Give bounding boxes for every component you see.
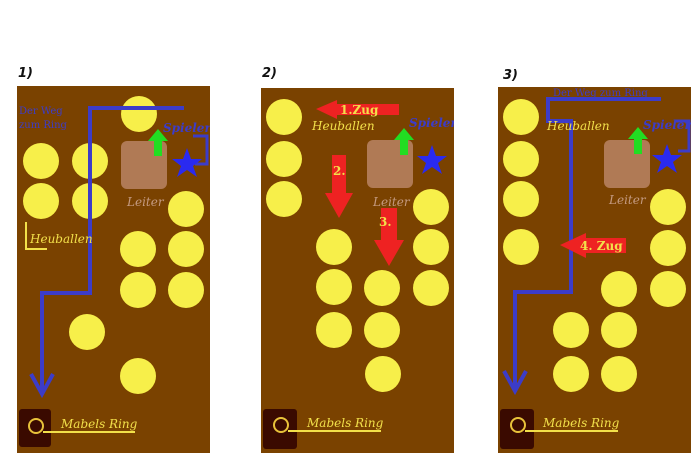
hay-bale: [120, 358, 156, 394]
panel-1-number: 1): [18, 66, 33, 81]
ring-box: [19, 409, 51, 447]
ladder-label: Leiter: [126, 195, 165, 209]
hay-bale: [413, 189, 449, 225]
player-label: Spieler: [643, 118, 691, 132]
hay-bale: [365, 356, 401, 392]
hay-bale: [316, 312, 352, 348]
ladder-label: Leiter: [372, 195, 411, 209]
panel-3-number: 3): [503, 68, 518, 83]
hay-bale: [364, 312, 400, 348]
ring-icon: [510, 417, 526, 433]
hay-bale: [601, 271, 637, 307]
bale-label: Heuballen: [29, 232, 93, 246]
ring-icon: [273, 417, 289, 433]
ladder-label: Leiter: [608, 193, 647, 207]
hay-bale: [23, 183, 59, 219]
hay-bale: [650, 271, 686, 307]
move-3-arrow-icon: [374, 208, 404, 266]
panel-1-board: Der Weg zum Ring Spieler Leiter Heuballe…: [17, 86, 212, 453]
hay-bale: [650, 189, 686, 225]
move-2-label: 2.: [333, 164, 346, 178]
player-bracket: [675, 119, 691, 153]
hay-bale: [266, 181, 302, 217]
panel-2-scene: 1.Zug Heuballen Spieler 2. Leiter 3. Mab…: [263, 99, 458, 449]
hay-bale: [364, 270, 400, 306]
bale-label: Heuballen: [546, 119, 610, 133]
up-arrow-icon: [394, 128, 414, 155]
player-star-icon: [172, 148, 202, 177]
ring-box: [500, 409, 534, 449]
route-line: [40, 106, 184, 390]
player-label: Spieler: [163, 121, 210, 135]
hay-bale: [316, 269, 352, 305]
path-label-line2: zum Ring: [19, 120, 68, 131]
hay-bale: [503, 181, 539, 217]
hay-bale: [413, 229, 449, 265]
player-star-icon: [417, 145, 447, 174]
hay-bale: [168, 191, 204, 227]
hay-bale: [503, 99, 539, 135]
hay-bale: [553, 312, 589, 348]
hay-bale: [266, 141, 302, 177]
hay-bale: [413, 270, 449, 306]
move-4-label: 4. Zug: [580, 239, 623, 253]
ring-label: Mabels Ring: [542, 416, 620, 430]
panel-1-scene: Der Weg zum Ring Spieler Leiter Heuballe…: [19, 96, 212, 447]
move-2-arrow-icon: [325, 155, 353, 218]
ring-icon: [28, 418, 44, 434]
hay-bale: [69, 314, 105, 350]
hay-bale: [121, 96, 157, 132]
hay-bale: [316, 229, 352, 265]
up-arrow-icon: [628, 127, 648, 154]
ring-label: Mabels Ring: [60, 417, 138, 431]
hay-bale: [650, 230, 686, 266]
ladder-block: [604, 140, 650, 188]
player-bracket: [193, 134, 209, 166]
move-3-label: 3.: [379, 215, 392, 229]
hay-bale: [168, 231, 204, 267]
hay-bale: [601, 356, 637, 392]
hay-bale: [168, 272, 204, 308]
ring-label: Mabels Ring: [306, 416, 384, 430]
move-4-arrow-icon: [560, 233, 626, 258]
path-label: Der Weg zum Ring: [553, 88, 648, 99]
bale-label: Heuballen: [311, 119, 375, 133]
hay-bale: [503, 141, 539, 177]
hay-bale: [120, 231, 156, 267]
panel-3-scene: Der Weg zum Ring Heuballen Spieler Leite…: [500, 88, 692, 449]
bale-label-line: [25, 222, 47, 250]
panel-3-board: Der Weg zum Ring Heuballen Spieler Leite…: [498, 87, 692, 453]
panel-2-number: 2): [262, 66, 277, 81]
move-1-arrow-icon: [316, 100, 399, 119]
hay-bale: [503, 229, 539, 265]
player-star-icon: [652, 144, 682, 173]
route-arrow-head: [502, 370, 528, 396]
hay-bale: [120, 272, 156, 308]
path-label-line1: Der Weg: [19, 106, 63, 117]
route-line: [513, 97, 661, 387]
hay-bale: [553, 356, 589, 392]
hay-bale: [266, 99, 302, 135]
hay-bale: [23, 143, 59, 179]
ring-box: [263, 409, 297, 449]
hay-bale: [601, 312, 637, 348]
panel-2-board: 1.Zug Heuballen Spieler 2. Leiter 3. Mab…: [261, 88, 458, 453]
up-arrow-icon: [148, 129, 168, 156]
player-label: Spieler: [409, 116, 454, 130]
move-1-label: 1.Zug: [340, 103, 379, 117]
route-arrow-head: [29, 373, 55, 399]
